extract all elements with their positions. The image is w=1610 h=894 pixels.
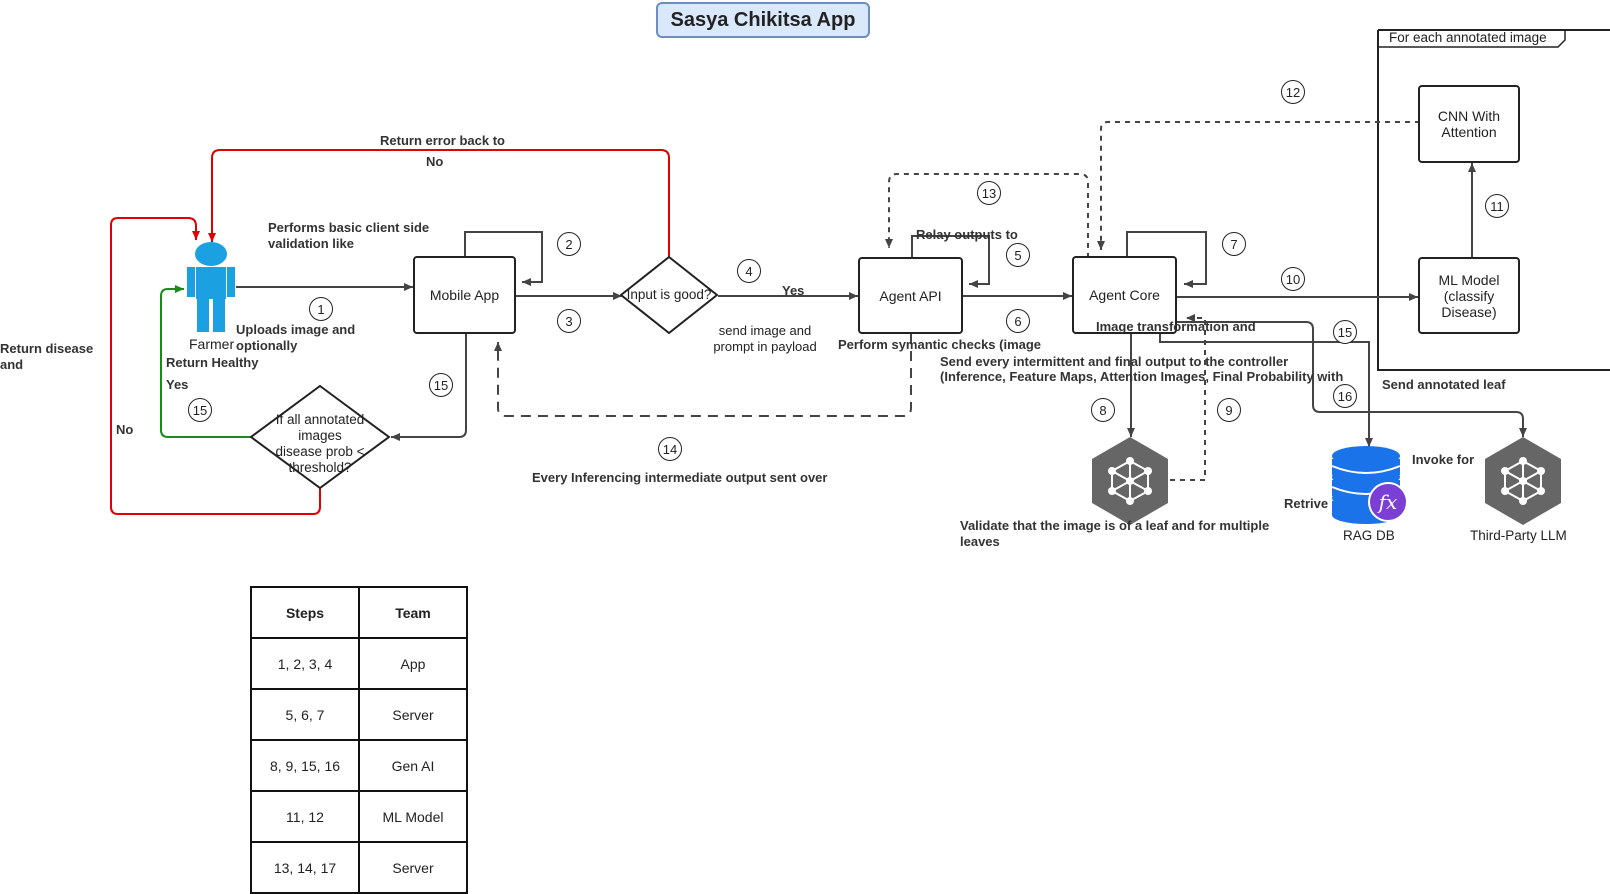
step-13-badge: 13: [977, 181, 1001, 205]
invoke-for-label: Invoke for: [1412, 452, 1475, 467]
return-disease-label: Return disease and: [0, 341, 94, 372]
validate-leaf-label: Validate that the image is of a leaf and…: [960, 518, 1270, 549]
step-11-badge: 11: [1485, 194, 1509, 218]
send-every-label-2: (Inference, Feature Maps, Attention Imag…: [940, 369, 1344, 384]
step-4-badge: 4: [737, 259, 761, 283]
step-9-badge: 9: [1217, 398, 1241, 422]
step-14-badge: 14: [658, 437, 682, 461]
step-16-badge: 16: [1333, 384, 1357, 408]
table-row: 11, 12 ML Model: [250, 790, 468, 843]
column-header-steps: Steps: [250, 586, 360, 639]
farmer-label: Farmer: [189, 336, 235, 352]
team-cell: App: [358, 637, 468, 690]
return-healthy-label: Return Healthy: [166, 355, 259, 370]
steps-cell: 13, 14, 17: [250, 841, 360, 894]
team-cell: Server: [358, 841, 468, 894]
yes-mid-label: Yes: [782, 283, 805, 298]
validation-ai-icon: [1090, 437, 1170, 525]
agent-core-node[interactable]: Agent Core: [1072, 256, 1177, 334]
steps-cell: 8, 9, 15, 16: [250, 739, 360, 792]
step-3-badge: 3: [557, 309, 581, 333]
step-7-badge: 7: [1222, 232, 1246, 256]
steps-cell: 1, 2, 3, 4: [250, 637, 360, 690]
semantic-checks-label: Perform symantic checks (image: [838, 337, 1042, 352]
retrive-label: Retrive: [1284, 496, 1329, 511]
agent-api-node[interactable]: Agent API: [858, 257, 963, 334]
mobile-app-node[interactable]: Mobile App: [413, 256, 516, 334]
team-cell: Gen AI: [358, 739, 468, 792]
send-image-label: send image and prompt in payload: [713, 323, 817, 354]
steps-team-table: Steps Team 1, 2, 3, 4 App 5, 6, 7 Server…: [250, 586, 468, 894]
no-left-label: No: [116, 422, 134, 437]
rag-db-label: RAG DB: [1343, 528, 1395, 543]
step-15-badge-farmer: 15: [188, 398, 212, 422]
step-15-badge-rag: 15: [1333, 320, 1357, 344]
cnn-node[interactable]: CNN With Attention: [1418, 85, 1520, 163]
no-top-label: No: [426, 154, 444, 169]
steps-cell: 11, 12: [250, 790, 360, 843]
team-cell: ML Model: [358, 790, 468, 843]
client-validation-label: Performs basic client side validation li…: [268, 220, 430, 251]
step-10-badge: 10: [1281, 267, 1305, 291]
database-icon: fx: [1330, 446, 1410, 526]
frame-label: For each annotated image: [1389, 30, 1547, 45]
step-12-badge: 12: [1281, 80, 1305, 104]
table-row: 1, 2, 3, 4 App: [250, 637, 468, 690]
step-2-badge: 2: [557, 232, 581, 256]
send-annotated-label: Send annotated leaf: [1382, 377, 1506, 392]
return-error-label: Return error back to: [380, 133, 505, 148]
llm-label: Third-Party LLM: [1470, 528, 1567, 543]
diagram-title: Sasya Chikitsa App: [656, 2, 870, 38]
table-row: 8, 9, 15, 16 Gen AI: [250, 739, 468, 792]
every-inferencing-label: Every Inferencing intermediate output se…: [532, 470, 828, 485]
column-header-team: Team: [358, 586, 468, 639]
step-8-badge: 8: [1091, 398, 1115, 422]
llm-ai-icon: [1483, 437, 1563, 525]
step-6-badge: 6: [1006, 309, 1030, 333]
step-15-badge-app: 15: [429, 373, 453, 397]
input-check-diamond[interactable]: Input is good?: [620, 256, 718, 334]
input-check-label: Input is good?: [626, 287, 712, 302]
threshold-label: If all annotated images disease prob < t…: [275, 412, 365, 475]
steps-cell: 5, 6, 7: [250, 688, 360, 741]
step-1-badge: 1: [309, 297, 333, 321]
svg-text:fx: fx: [1377, 490, 1398, 514]
threshold-diamond[interactable]: If all annotated images disease prob < t…: [250, 385, 390, 489]
team-cell: Server: [358, 688, 468, 741]
step-5-badge: 5: [1006, 243, 1030, 267]
relay-outputs-label: Relay outputs to: [916, 227, 1018, 242]
ml-model-node[interactable]: ML Model (classify Disease): [1418, 257, 1520, 334]
yes-left-label: Yes: [166, 377, 189, 392]
send-every-label: Send every intermittent and final output…: [940, 354, 1289, 369]
table-row: 13, 14, 17 Server: [250, 841, 468, 894]
image-transform-label: Image transformation and: [1096, 319, 1256, 334]
farmer-icon: [186, 242, 236, 332]
table-header-row: Steps Team: [250, 586, 468, 639]
uploads-label: Uploads image and optionally: [236, 322, 356, 353]
table-row: 5, 6, 7 Server: [250, 688, 468, 741]
